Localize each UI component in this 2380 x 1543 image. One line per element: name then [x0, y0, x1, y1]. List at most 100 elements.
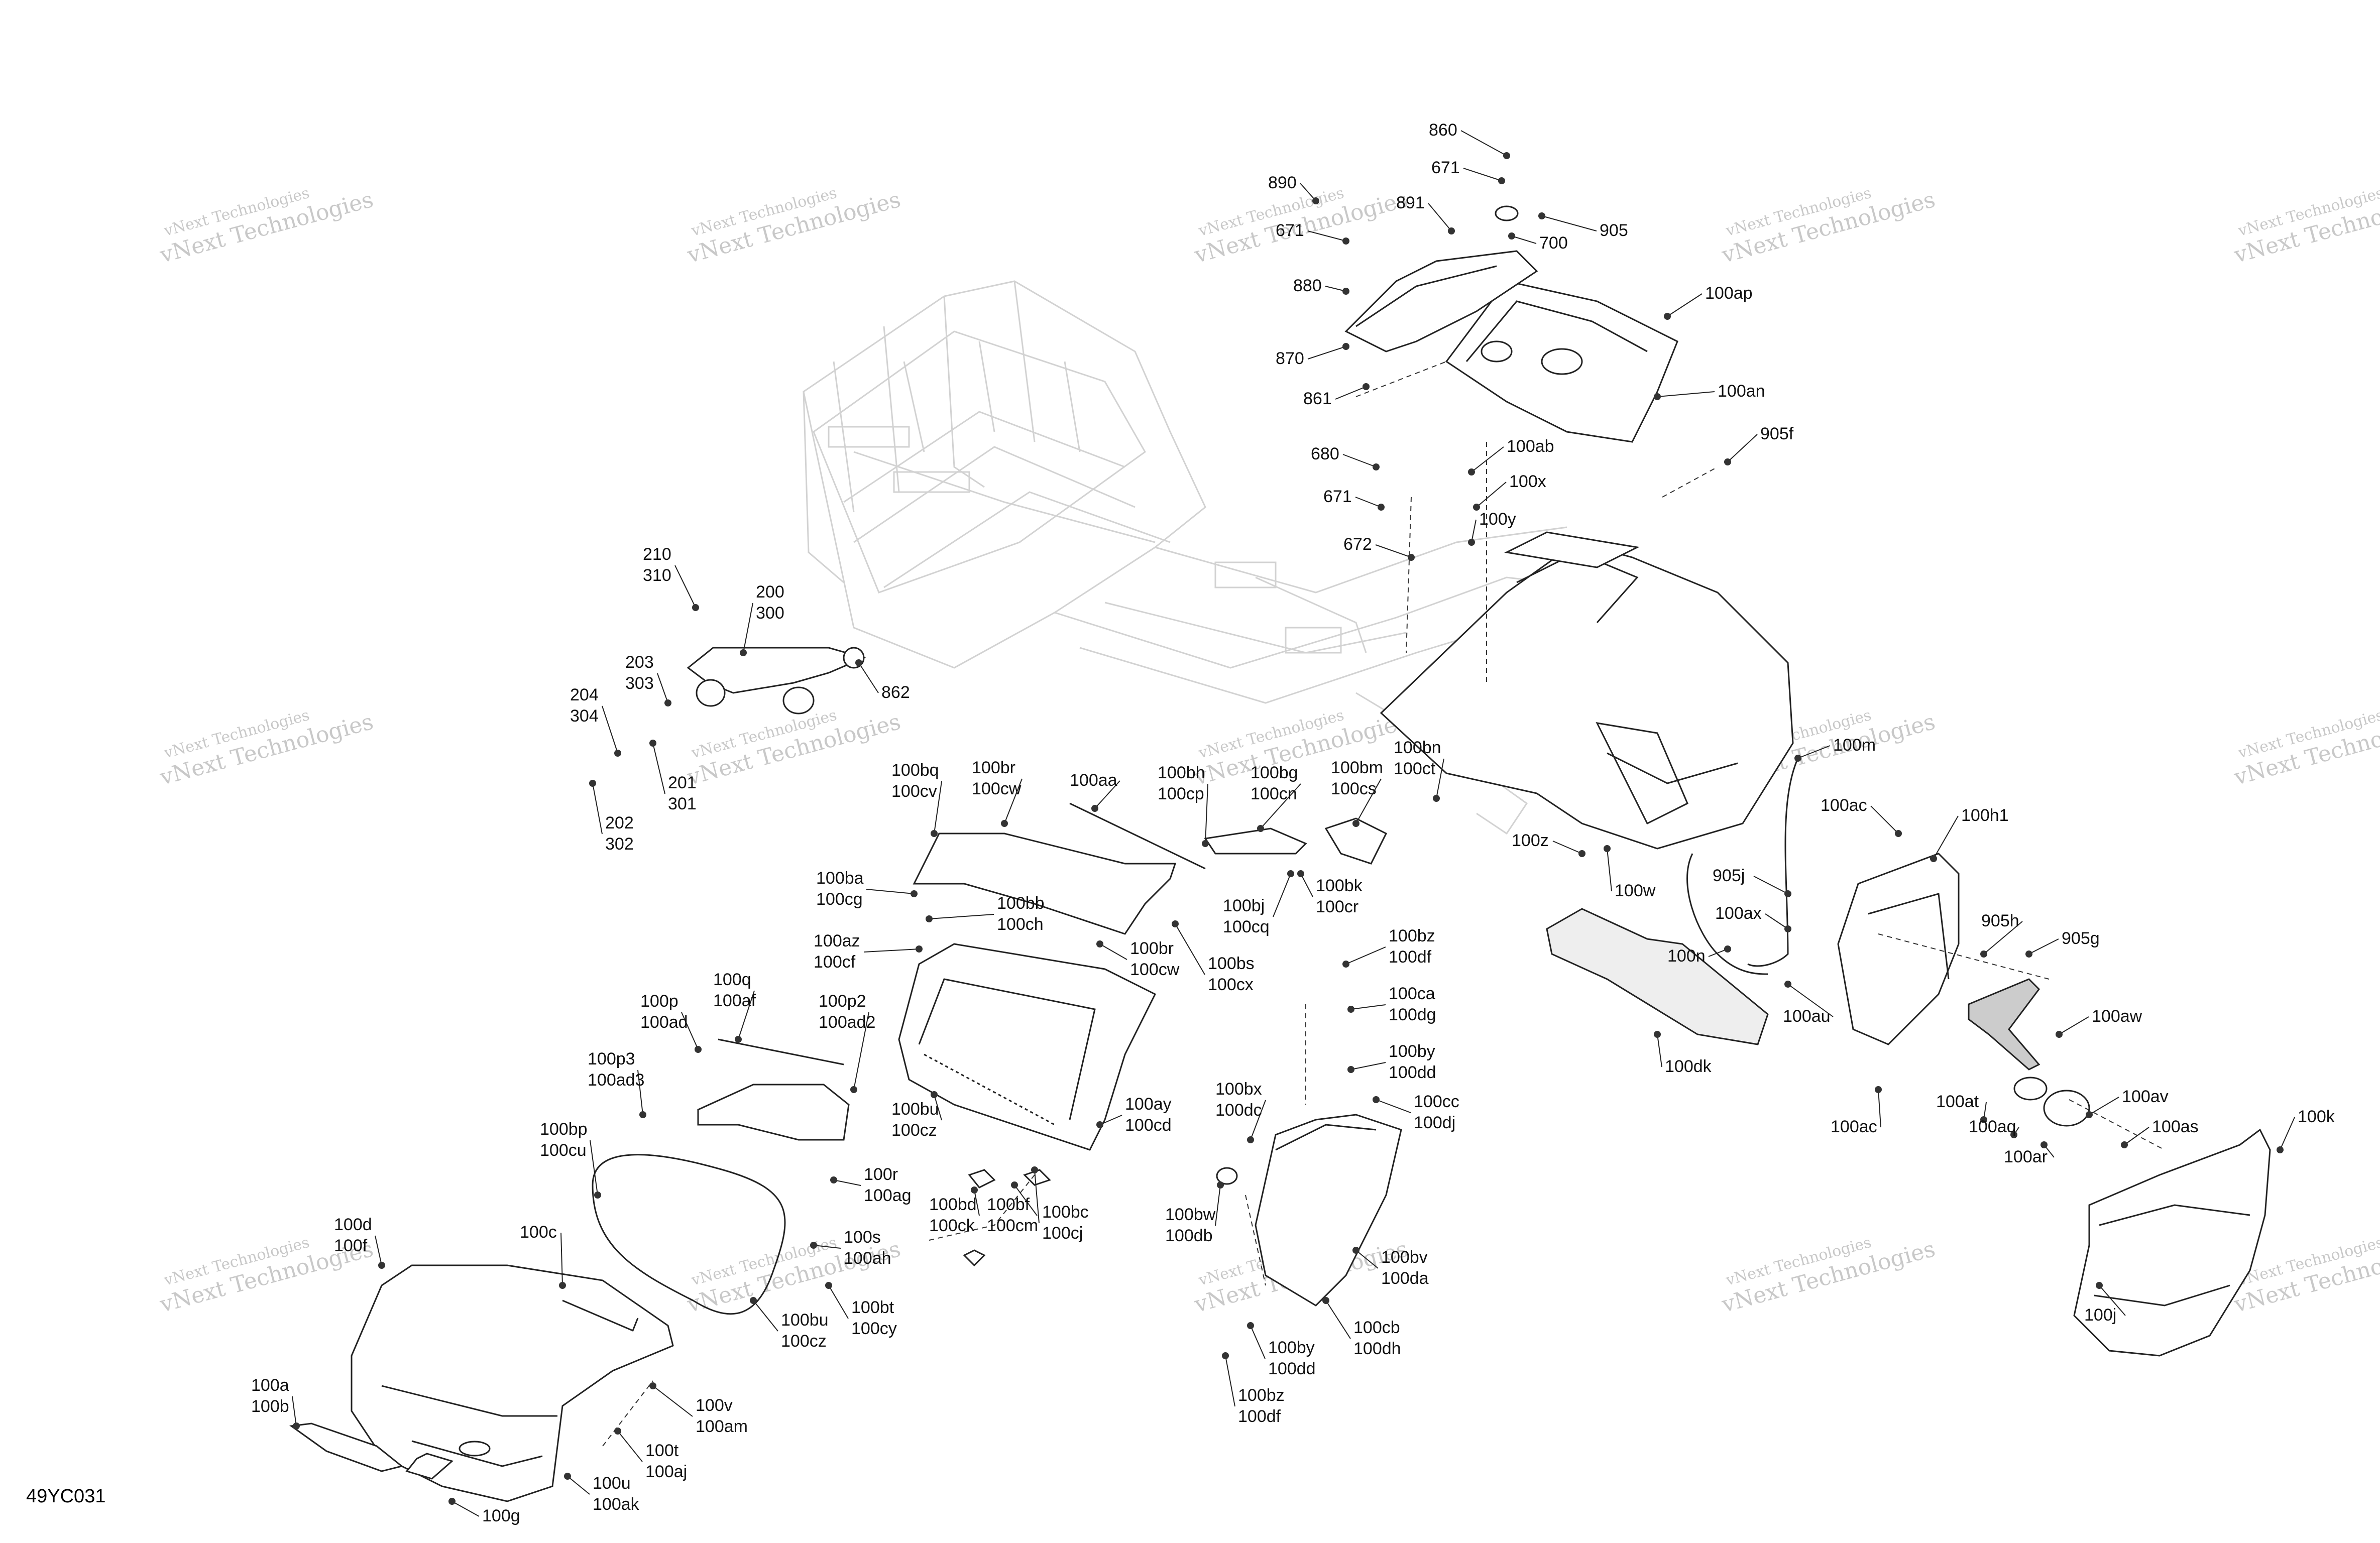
part-number-label: 100cs: [1331, 779, 1377, 798]
fastener-marker: [830, 1176, 837, 1183]
callout-leader-line: [1797, 745, 1831, 759]
part-number-label: 100ca: [1389, 984, 1435, 1003]
part-callout: 100ac: [1831, 1117, 1877, 1136]
fastener-marker: [1347, 1066, 1354, 1073]
callout-leader-line: [743, 603, 753, 653]
part-number-label: 100bg: [1251, 763, 1298, 782]
fastener-marker: [850, 1086, 857, 1093]
fastener-marker: [2086, 1111, 2093, 1118]
part-number-label: 100p3: [588, 1049, 635, 1069]
part-number-label: 100cn: [1251, 784, 1297, 803]
part-number-label: 880: [1293, 276, 1322, 295]
callout-leader-line: [858, 662, 879, 693]
part-callout: 100k: [2298, 1107, 2335, 1126]
part-number-label: 100ak: [593, 1495, 640, 1514]
fastener-marker: [1373, 1096, 1380, 1103]
fastener-marker: [649, 1382, 656, 1389]
part-number-label: 100cy: [851, 1319, 897, 1338]
callout-leader-line: [1099, 1115, 1122, 1125]
part-number-label: 100cr: [1316, 897, 1358, 916]
callout-leader-line: [1094, 780, 1120, 809]
fastener-marker: [649, 740, 656, 747]
part-callout: 905: [1600, 221, 1628, 240]
callout-leader-line: [1983, 921, 2023, 955]
fastener-marker: [1604, 845, 1611, 852]
fastener-marker: [735, 1036, 742, 1043]
callout-leader-line: [1375, 544, 1412, 558]
part-number-label: 100by: [1389, 1042, 1435, 1061]
callout-leader-line: [1215, 1184, 1221, 1226]
fastener-marker: [1578, 850, 1585, 857]
part-callout: 671: [1431, 158, 1460, 177]
callout-leader-line: [652, 743, 665, 794]
fastener-marker: [750, 1297, 757, 1304]
callout-leader-line: [1376, 1099, 1411, 1113]
part-number-label: 100r: [864, 1165, 898, 1184]
fastener-marker: [695, 1046, 702, 1053]
fastener-marker: [1980, 951, 1987, 958]
part-number-label: 100ad2: [819, 1013, 875, 1032]
part-number-label: 100ap: [1705, 284, 1753, 303]
part-number-label: 100dc: [1215, 1101, 1262, 1120]
callout-leader-line: [1765, 913, 1788, 929]
part-number-label: 100p2: [819, 992, 866, 1011]
part-number-label: 100k: [2298, 1107, 2335, 1126]
callout-leader-line: [1325, 286, 1346, 292]
part-number-label: 100bt: [851, 1298, 894, 1317]
part-callout: 100dk: [1665, 1057, 1712, 1076]
part-number-label: 905f: [1760, 424, 1794, 443]
part-callout: 100ab: [1507, 437, 1554, 456]
callout-leader-line: [560, 1232, 563, 1286]
fastener-marker: [692, 604, 699, 611]
part-callout: 861: [1303, 389, 1332, 408]
fastener-marker: [1448, 227, 1455, 234]
part-number-label: 672: [1343, 535, 1372, 554]
fastener-marker: [810, 1242, 817, 1249]
part-callout: 100bg 100cn: [1251, 763, 1298, 803]
callout-leader-line: [1552, 841, 1582, 854]
part-number-label: 100bk: [1316, 876, 1363, 895]
callout-leader-line: [974, 1190, 980, 1216]
part-number-label: 870: [1276, 349, 1304, 368]
part-number-label: 100bm: [1331, 758, 1383, 777]
callout-leader-line: [1787, 984, 1834, 1017]
part-number-label: 100cw: [972, 779, 1022, 798]
fastener-marker: [1875, 1086, 1882, 1093]
part-number-label: 100ar: [2004, 1147, 2048, 1166]
part-callout: 890: [1268, 173, 1297, 192]
fastener-marker: [1468, 468, 1475, 476]
part-callout: 100bk 100cr: [1316, 876, 1363, 916]
part-number-label: 100bq: [891, 761, 939, 780]
part-number-label: 100f: [334, 1236, 368, 1255]
part-number-label: 100cf: [814, 953, 856, 972]
part-number-label: 100db: [1165, 1226, 1213, 1245]
part-callout: 905h: [1981, 911, 2019, 930]
fastener-marker: [1473, 504, 1480, 511]
part-number-label: 100n: [1667, 946, 1706, 966]
fastener-marker: [378, 1262, 385, 1269]
fastener-marker: [931, 830, 938, 837]
fastener-marker: [1784, 925, 1791, 932]
fastener-marker: [1498, 177, 1505, 184]
fastener-marker: [1202, 840, 1209, 847]
part-number-label: 100ac: [1831, 1117, 1877, 1136]
part-number-label: 100br: [1130, 939, 1174, 958]
callout-leader-line: [1225, 1355, 1235, 1407]
fastener-marker: [1297, 870, 1304, 877]
fastener-marker: [1217, 1181, 1224, 1189]
fastener-marker: [855, 659, 862, 666]
part-number-label: 203: [625, 653, 654, 672]
